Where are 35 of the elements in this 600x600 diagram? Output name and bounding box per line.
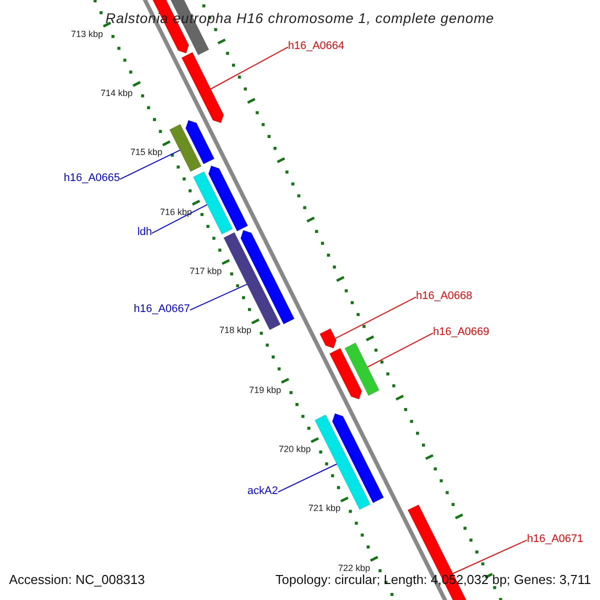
scale-label: 717 kbp [190,266,222,276]
scale-label: 716 kbp [160,206,192,217]
gene-feature [181,52,224,124]
gene-feature [240,230,295,324]
leader-line [120,150,180,180]
scale-label: 718 kbp [219,325,252,336]
scale-label: 714 kbp [100,88,133,98]
gene-label: h16_A0668 [416,290,472,303]
gene-feature [320,328,337,348]
gene-feature [329,348,362,400]
leader-line [452,540,528,574]
accession-text: Accession: NC_008313 [9,573,145,588]
leader-line [210,46,288,90]
scale-label: 722 kbp [338,562,370,574]
gene-label: h16_A0664 [288,40,344,53]
gene-label: h16_A0671 [527,533,584,546]
leader-line [152,204,208,234]
scale-label: 719 kbp [249,384,282,396]
scale-label: 721 kbp [308,503,340,514]
scale-label: 713 kbp [70,28,104,39]
gene-label: ackA2 [247,485,278,498]
gene-label: ldh [137,226,152,239]
gene-feature [332,413,384,504]
gene-feature [208,166,248,232]
scale-label: 720 kbp [278,444,311,454]
gene-label: h16_A0667 [134,303,190,316]
gene-label: h16_A0665 [64,172,120,185]
scale-label: 715 kbp [130,147,162,158]
gene-feature [193,171,233,234]
gene-feature [169,124,202,172]
gene-feature [344,342,380,396]
gene-feature [185,120,215,164]
leader-line [334,296,416,339]
leader-line [278,464,338,493]
gene-label: h16_A0669 [433,326,490,339]
